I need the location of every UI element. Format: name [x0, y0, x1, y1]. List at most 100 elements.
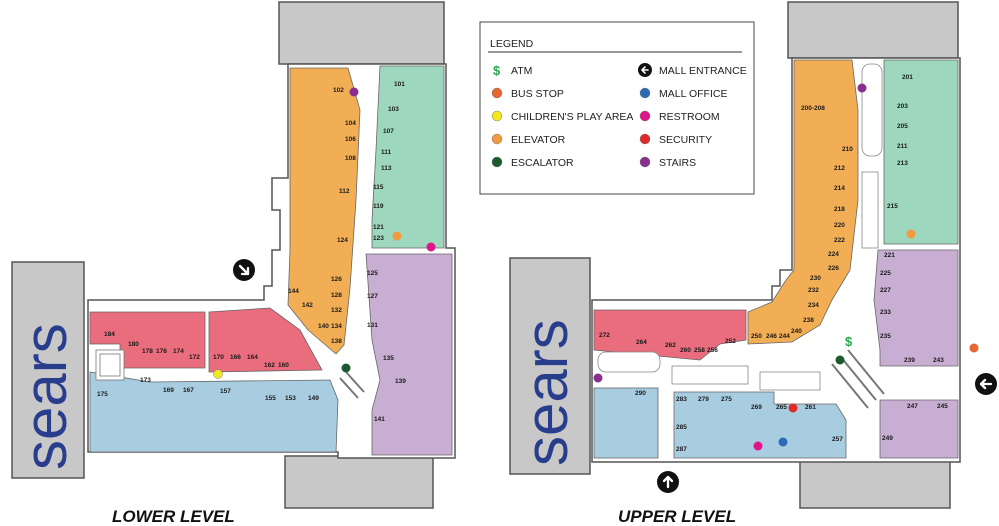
lower-blue-zone: [89, 371, 339, 453]
legend-circle-icon: [639, 156, 651, 168]
security-marker: [788, 403, 798, 413]
unit-label: 205: [897, 123, 908, 130]
unit-label: 272: [599, 332, 610, 339]
unit-label: 250: [751, 333, 762, 340]
stairs-marker: [593, 373, 603, 383]
restroom-marker: [426, 242, 436, 252]
unit-label: 166: [230, 354, 241, 361]
legend-box: [479, 21, 755, 195]
lower-pink-zone-east: [208, 307, 323, 373]
legend-title: LEGEND: [490, 38, 534, 50]
unit-label: 162: [264, 362, 275, 369]
unit-label: 132: [331, 307, 342, 314]
unit-label: 139: [395, 378, 406, 385]
unit-label: 126: [331, 276, 342, 283]
unit-label: 233: [880, 309, 891, 316]
unit-label: 142: [302, 302, 313, 309]
unit-label: 170: [213, 354, 224, 361]
mall-office-marker: [778, 437, 788, 447]
upper-corridor-island-2: [671, 365, 749, 385]
unit-label: 252: [725, 338, 736, 345]
unit-label: 104: [345, 120, 356, 127]
unit-label: 173: [140, 377, 151, 384]
unit-label: 155: [265, 395, 276, 402]
unit-label: 176: [156, 348, 167, 355]
legend-label: ELEVATOR: [511, 134, 566, 146]
unit-label: 180: [128, 341, 139, 348]
unit-label: 172: [189, 354, 200, 361]
upper-mall-outline: [591, 57, 961, 463]
unit-label: 260: [680, 347, 691, 354]
unit-label: 138: [331, 338, 342, 345]
lower-unit-labels: 1011021031041061071081111121131151191211…: [97, 81, 406, 423]
legend-label: ATM: [511, 65, 532, 77]
unit-label: 125: [367, 270, 378, 277]
unit-label: 230: [810, 275, 821, 282]
unit-label: 123: [373, 235, 384, 242]
legend-dollar-icon: $: [493, 63, 501, 78]
legend-label: RESTROOM: [659, 111, 720, 123]
lower-escalator: [339, 371, 365, 399]
upper-blue-zone-center: [673, 391, 847, 459]
upper-escalator: [831, 349, 885, 409]
unit-label: 108: [345, 155, 356, 162]
unit-label: 103: [388, 106, 399, 113]
upper-corridor-island-1: [597, 351, 661, 373]
unit-label: 174: [173, 348, 184, 355]
unit-label: 232: [808, 287, 819, 294]
lower-lilac-zone: [365, 253, 453, 456]
unit-label: 112: [339, 188, 350, 195]
lower-level-plan: [11, 1, 456, 509]
legend-label: MALL OFFICE: [659, 88, 727, 100]
sears-brand-upper: sears: [513, 319, 580, 466]
lower-anchor-north: [278, 1, 445, 65]
unit-label: 224: [828, 251, 839, 258]
lower-center-court: [95, 349, 125, 381]
legend-circle-icon: [639, 110, 651, 122]
legend-label: SECURITY: [659, 134, 712, 146]
unit-label: 214: [834, 185, 845, 192]
legend-circle-icon: [491, 133, 503, 145]
unit-label: 249: [882, 435, 893, 442]
unit-label: 203: [897, 103, 908, 110]
unit-label: 212: [834, 165, 845, 172]
unit-label: 243: [933, 357, 944, 364]
unit-label: 285: [676, 424, 687, 431]
elevator-marker: [906, 229, 916, 239]
unit-label: 131: [367, 322, 378, 329]
mall-entrance-icon: [975, 373, 997, 395]
unit-label: 257: [832, 436, 843, 443]
legend-arrow-circle-icon: [638, 63, 652, 77]
upper-pink-zone: [593, 309, 747, 361]
unit-label: 287: [676, 446, 687, 453]
unit-label: 222: [834, 237, 845, 244]
unit-label: 218: [834, 206, 845, 213]
unit-label: 164: [247, 354, 258, 361]
mall-entrance-icon: [233, 259, 255, 281]
unit-label: 128: [331, 292, 342, 299]
unit-label: 127: [367, 293, 378, 300]
unit-label: 184: [104, 331, 115, 338]
sears-brand-lower: sears: [12, 323, 79, 470]
unit-label: 215: [887, 203, 898, 210]
unit-label: 157: [220, 388, 231, 395]
legend-circle-icon: [639, 87, 651, 99]
upper-lilac-zone-north: [873, 249, 959, 367]
unit-label: 107: [383, 128, 394, 135]
unit-label: 264: [636, 339, 647, 346]
unit-label: 134: [331, 323, 342, 330]
atm-marker: $: [845, 334, 853, 349]
upper-green-zone: [883, 59, 959, 245]
unit-label: 234: [808, 302, 819, 309]
upper-blue-zone-west: [593, 387, 659, 459]
legend-label: ESCALATOR: [511, 157, 574, 169]
upper-anchor-south: [799, 457, 951, 509]
unit-label: 135: [383, 355, 394, 362]
sears-logo-upper: sears: [513, 319, 580, 466]
unit-label: 238: [803, 317, 814, 324]
plan-amenity-markers: $: [213, 83, 979, 451]
unit-label: 121: [373, 224, 384, 231]
elevator-marker: [392, 231, 402, 241]
